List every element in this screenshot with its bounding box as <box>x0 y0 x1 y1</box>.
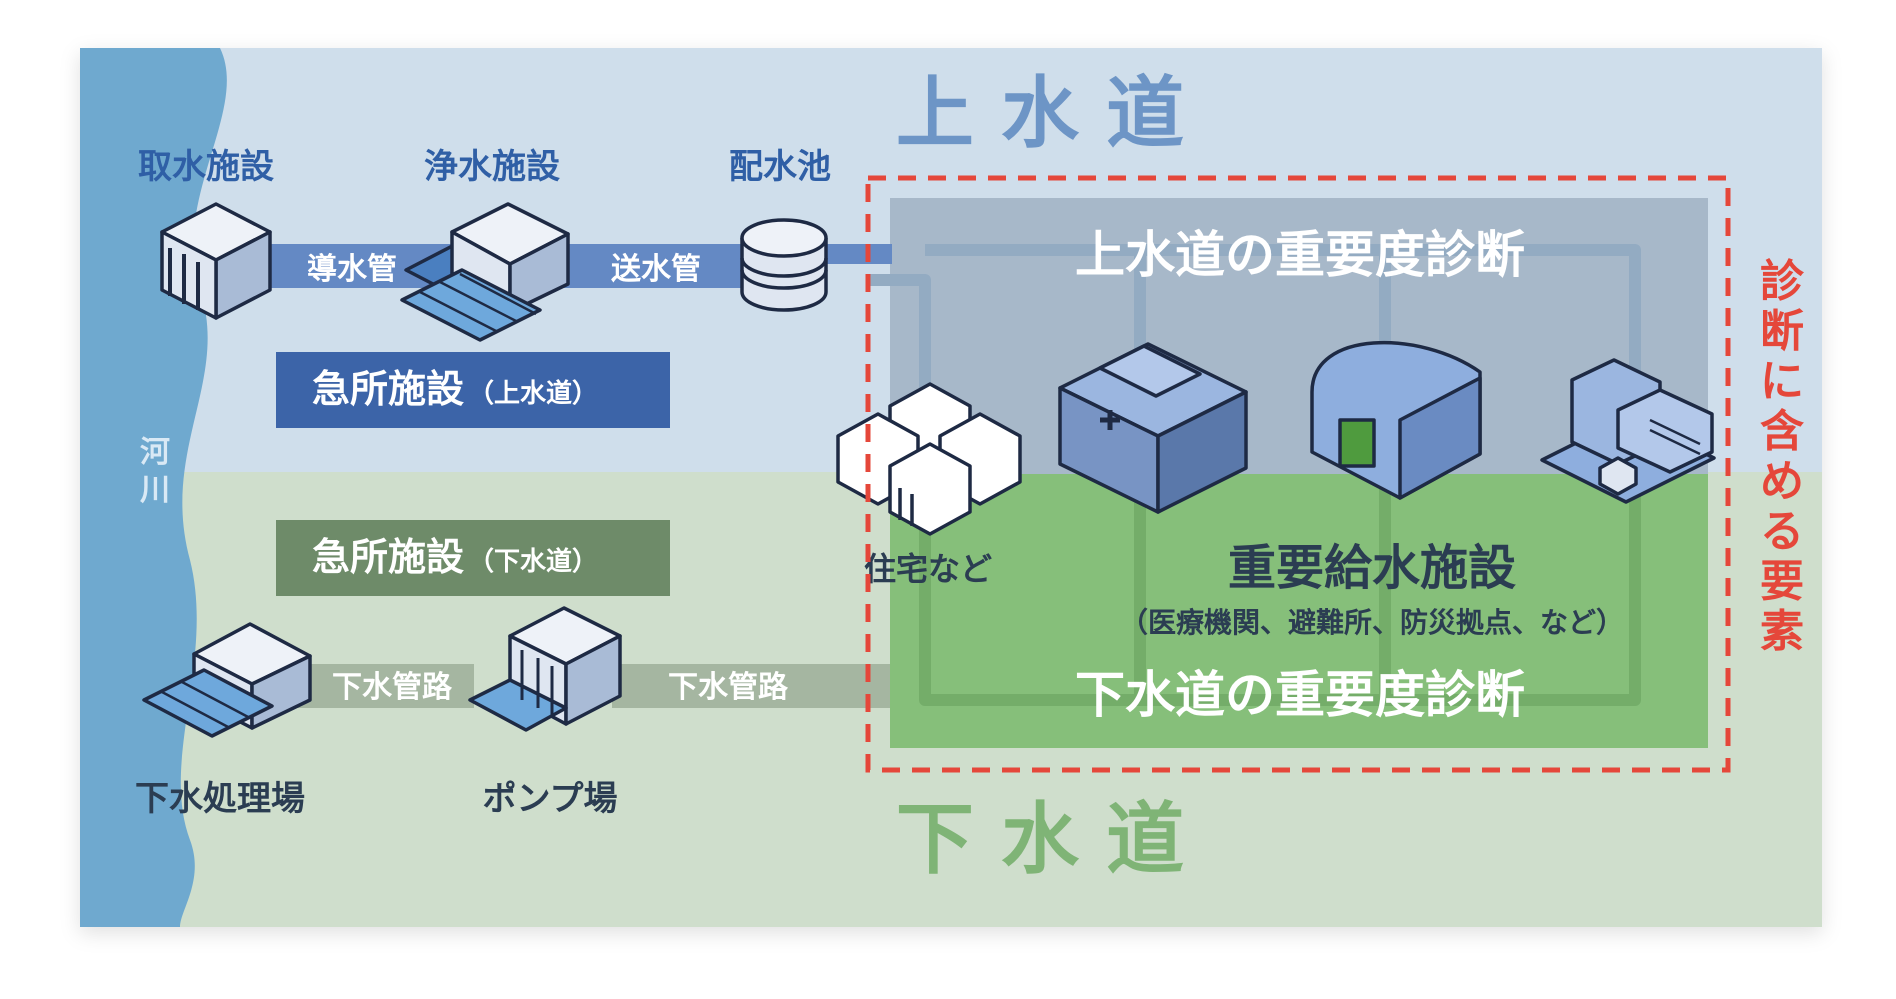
intake-facility-label: 取水施設 <box>138 147 274 187</box>
conduit-pipe-label: 導水管 <box>307 252 397 287</box>
evacuation-shelter-icon <box>1310 340 1482 500</box>
distribution-reservoir-icon <box>740 218 828 312</box>
svg-text:診: 診 <box>1760 256 1805 307</box>
sewer-network-lines <box>919 478 1641 706</box>
sewerage-title: 下 水 道 <box>896 795 1184 885</box>
sewer-pipe-1 <box>298 664 474 708</box>
transmission-pipe <box>556 244 756 288</box>
sewer-priority-facility-box <box>276 520 670 596</box>
purification-facility-label: 浄水施設 <box>424 147 560 187</box>
svg-text:る: る <box>1760 506 1804 557</box>
houses-icon <box>836 382 1022 536</box>
disaster-prevention-base-icon <box>1540 358 1716 504</box>
distribution-reservoir-label: 配水池 <box>729 147 831 187</box>
river-label-2: 川 <box>140 473 170 508</box>
water-priority-facility-box <box>276 352 670 428</box>
sewer-pipe-2-label: 下水管路 <box>668 670 789 705</box>
svg-text:め: め <box>1760 456 1804 507</box>
svg-text:素: 素 <box>1760 606 1804 657</box>
hospital-icon <box>1058 342 1248 514</box>
svg-text:に: に <box>1760 356 1804 407</box>
svg-text:要: 要 <box>1760 556 1804 607</box>
important-facilities-note: （医療機関、避難所、防災拠点、など） <box>1120 606 1624 639</box>
intake-facility-icon <box>160 202 272 320</box>
treatment-plant-label: 下水処理場 <box>135 779 305 819</box>
reservoir-outlet-pipe <box>820 244 892 264</box>
sewer-priority-facility-label: 急所施設（下水道） <box>312 535 598 579</box>
sewer-pipe-1-label: 下水管路 <box>332 670 453 705</box>
river-label-1: 河 <box>140 435 170 470</box>
sewer-diagnosis-label: 下水道の重要度診断 <box>1075 666 1525 724</box>
diagnosis-scope-label: 診 断 に 含 め る 要 素 <box>1760 256 1805 657</box>
important-facilities-label: 重要給水施設 <box>1228 540 1516 596</box>
svg-text:含: 含 <box>1760 406 1805 457</box>
pump-station-label: ポンプ場 <box>483 779 618 819</box>
sewer-pipe-2 <box>612 664 890 708</box>
svg-text:断: 断 <box>1760 306 1804 357</box>
pump-station-icon <box>468 606 622 732</box>
transmission-pipe-label: 送水管 <box>611 252 701 287</box>
water-diagnosis-label: 上水道の重要度診断 <box>1075 226 1525 284</box>
water-priority-facility-label: 急所施設（上水道） <box>312 367 598 411</box>
water-supply-title: 上 水 道 <box>896 69 1184 159</box>
houses-label: 住宅など <box>864 550 992 588</box>
treatment-plant-icon <box>142 622 312 738</box>
diagnosis-scope-border <box>865 175 1731 773</box>
purification-facility-icon <box>400 202 570 342</box>
